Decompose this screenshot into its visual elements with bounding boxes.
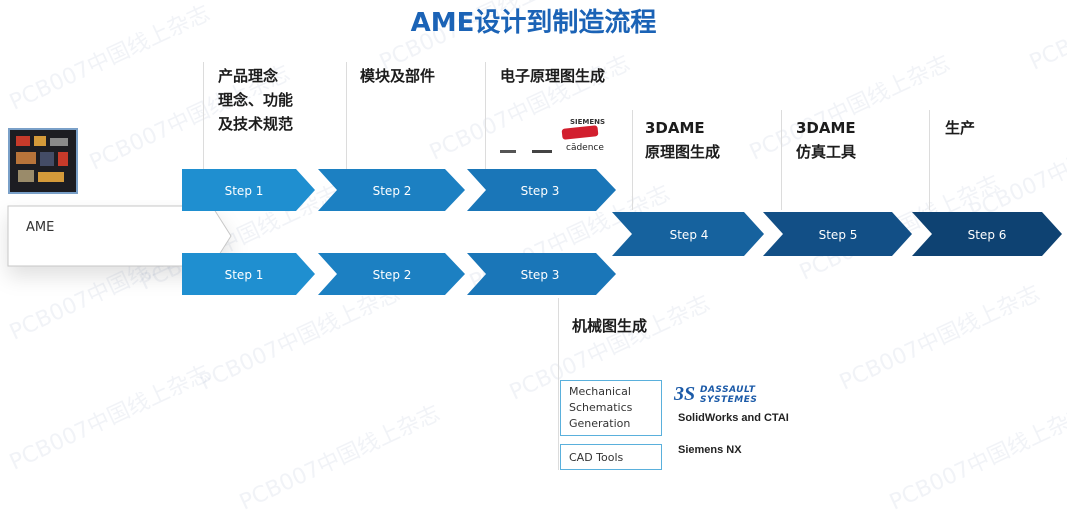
step-label: Step 5 bbox=[819, 228, 858, 242]
step-arrow-lower-2 bbox=[318, 253, 465, 295]
small-vendor-logo bbox=[500, 150, 516, 153]
column-6-title: 生产 bbox=[945, 119, 976, 137]
step-arrow-upper-1 bbox=[182, 169, 315, 211]
step-arrow-upper-2 bbox=[318, 169, 465, 211]
column-4-label: 3DAME 原理图生成 bbox=[645, 116, 720, 164]
cadence-logo: cādence bbox=[566, 143, 604, 153]
small-vendor-logo bbox=[532, 150, 552, 153]
dassault-logo: 3S DASSAULT SYSTEMES bbox=[674, 383, 774, 407]
ds-mark: 3S bbox=[674, 383, 696, 405]
step-arrow-4 bbox=[612, 212, 764, 256]
column-4-title: 3DAME bbox=[645, 119, 705, 137]
column-divider bbox=[632, 110, 633, 210]
ame-label: AME bbox=[26, 220, 54, 235]
column-divider bbox=[781, 110, 782, 210]
column-divider bbox=[203, 62, 204, 170]
step-arrow-6 bbox=[912, 212, 1062, 256]
ame-arrow bbox=[7, 205, 232, 267]
box-line: Schematics bbox=[569, 401, 633, 414]
cad-tools-box: CAD Tools bbox=[560, 444, 662, 470]
column-4-line: 原理图生成 bbox=[645, 143, 721, 161]
siemens-logo: SIEMENS bbox=[570, 118, 606, 126]
column-divider bbox=[485, 62, 486, 170]
step-label: Step 1 bbox=[225, 184, 264, 198]
column-5-title: 3DAME bbox=[796, 119, 856, 137]
step-label: Step 2 bbox=[373, 184, 412, 198]
chip-image bbox=[8, 128, 78, 194]
column-1-line: 及技术规范 bbox=[218, 115, 294, 133]
step-label: Step 2 bbox=[373, 268, 412, 282]
step-arrow-lower-1 bbox=[182, 253, 315, 295]
box-line: Mechanical bbox=[569, 385, 631, 398]
siemens-nx-caption: Siemens NX bbox=[678, 444, 742, 456]
column-divider bbox=[929, 110, 930, 210]
box-line: Generation bbox=[569, 417, 631, 430]
ds-logo-line: SYSTEMES bbox=[700, 395, 758, 405]
step-label: Step 3 bbox=[521, 268, 560, 282]
column-3-title: 电子原理图生成 bbox=[500, 67, 606, 85]
ds-logo-line: DASSAULT bbox=[700, 385, 756, 395]
column-1-label: 产品理念 理念、功能 及技术规范 bbox=[218, 64, 293, 136]
column-1-title: 产品理念 bbox=[218, 67, 279, 85]
column-1-line: 理念、功能 bbox=[218, 91, 294, 109]
step-label: Step 6 bbox=[968, 228, 1007, 242]
column-2-title: 模块及部件 bbox=[360, 67, 436, 85]
column-5-line: 仿真工具 bbox=[796, 143, 857, 161]
cad-tools-label: CAD Tools bbox=[569, 451, 624, 464]
mechanical-heading: 机械图生成 bbox=[572, 317, 648, 335]
column-divider bbox=[346, 62, 347, 170]
step-arrow-lower-3 bbox=[467, 253, 616, 295]
column-5-label: 3DAME 仿真工具 bbox=[796, 116, 856, 164]
vendor-logos: SIEMENS cādence bbox=[496, 118, 616, 158]
step-label: Step 1 bbox=[225, 268, 264, 282]
mechanical-schematics-box: Mechanical Schematics Generation bbox=[560, 380, 662, 436]
step-label: Step 4 bbox=[670, 228, 709, 242]
step-label: Step 3 bbox=[521, 184, 560, 198]
solidworks-caption: SolidWorks and CTAI bbox=[678, 412, 789, 424]
step-arrow-5 bbox=[763, 212, 912, 256]
flow-diagram: AME Step 1 Step 2 Step 3 Step 1 Step 2 S… bbox=[7, 169, 1062, 295]
page-title: AME设计到制造流程 bbox=[410, 8, 657, 38]
mechanical-divider bbox=[558, 298, 559, 470]
step-arrow-upper-3 bbox=[467, 169, 616, 211]
